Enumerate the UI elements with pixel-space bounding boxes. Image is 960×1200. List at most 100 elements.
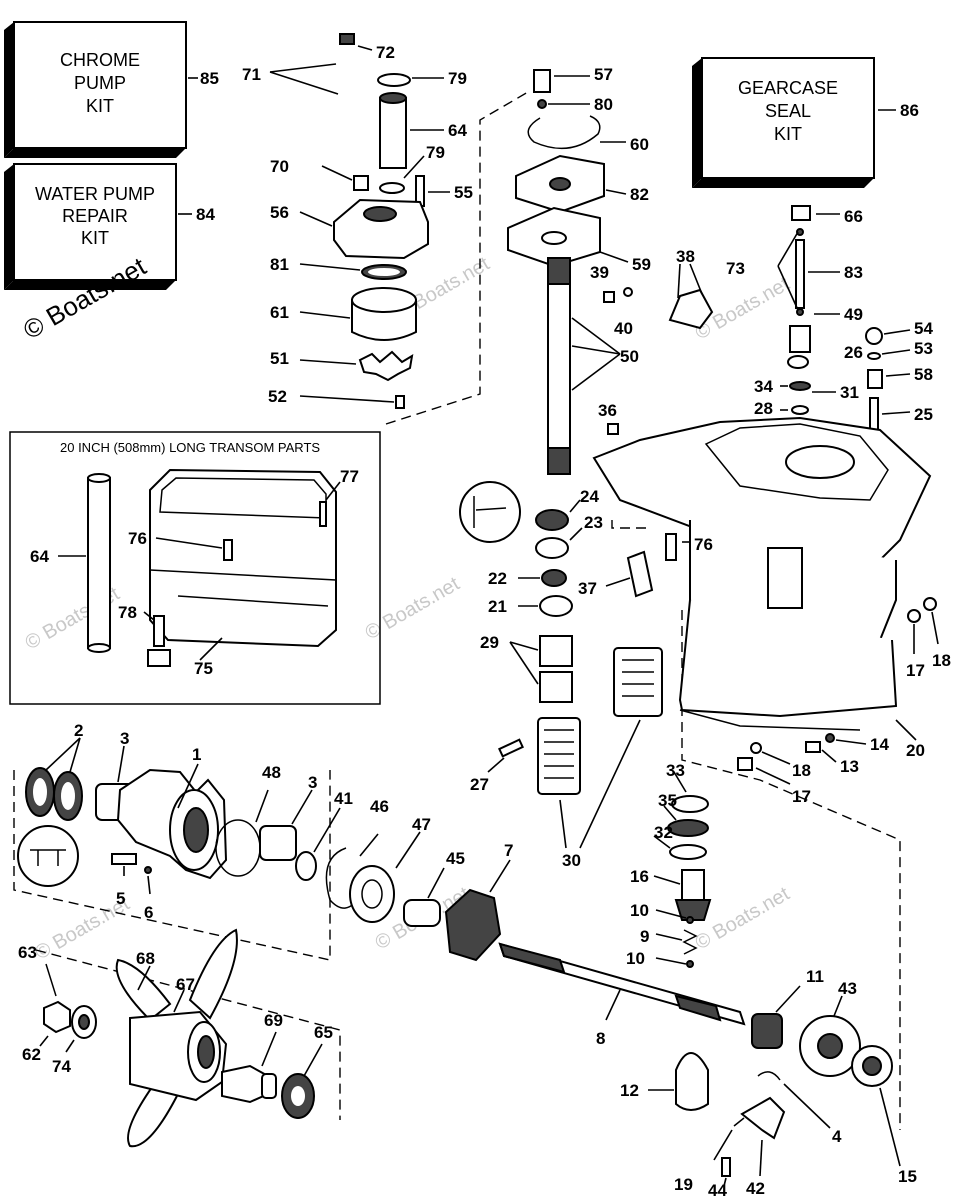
callout-64-top: 64: [448, 121, 467, 140]
gearcase-kit-line-1: GEARCASE: [738, 78, 838, 98]
callout-3-right: 3: [308, 773, 317, 792]
callout-16: 16: [630, 867, 649, 886]
callout-10-upper: 10: [630, 901, 649, 920]
callout-44: 44: [708, 1181, 727, 1200]
chrome-pump-kit-line-1: CHROME: [60, 50, 140, 70]
water-pump-kit-line-1: WATER PUMP: [35, 184, 155, 204]
pump-group-outline: [385, 91, 529, 425]
bearing-stack: 24 23 22 21 29 37: [459, 481, 654, 703]
callout-49: 49: [844, 305, 863, 324]
callout-81: 81: [270, 255, 289, 274]
watermark-faint-8: © Boats.net: [692, 883, 794, 955]
callout-78: 78: [118, 603, 137, 622]
callout-7: 7: [504, 841, 513, 860]
callout-56: 56: [270, 203, 289, 222]
callout-86: 86: [900, 101, 919, 120]
callout-18-upper: 18: [932, 651, 951, 670]
callout-40: 40: [614, 319, 633, 338]
callout-76-inset: 76: [128, 529, 147, 548]
callout-24: 24: [580, 487, 599, 506]
callout-32: 32: [654, 823, 673, 842]
callout-17-upper: 17: [906, 661, 925, 680]
callout-52: 52: [268, 387, 287, 406]
callout-27: 27: [470, 775, 489, 794]
callout-10-lower: 10: [626, 949, 645, 968]
callout-1: 1: [192, 745, 201, 764]
housing-group-outline: [13, 770, 331, 961]
callout-55: 55: [454, 183, 473, 202]
callout-74: 74: [52, 1057, 71, 1076]
callout-37: 37: [578, 579, 597, 598]
callout-57: 57: [594, 65, 613, 84]
callout-35: 35: [658, 791, 677, 810]
water-pump-repair-kit-box: WATER PUMP REPAIR KIT 84: [4, 163, 215, 290]
callout-6: 6: [144, 903, 153, 922]
propeller-shaft-assembly: 8 7 45 11 43 15 12 4 42: [403, 841, 917, 1200]
callout-9: 9: [640, 927, 649, 946]
callout-28: 28: [754, 399, 773, 418]
callout-30: 30: [562, 851, 581, 870]
callout-58: 58: [914, 365, 933, 384]
callout-33: 33: [666, 761, 685, 780]
callout-41: 41: [334, 789, 353, 808]
callout-42: 42: [746, 1179, 765, 1198]
long-transom-inset: 20 INCH (508mm) LONG TRANSOM PARTS 64 75…: [9, 431, 381, 705]
gearcase-seal-kit-box: GEARCASE SEAL KIT 86: [692, 57, 919, 188]
gearcase-kit-line-3: KIT: [774, 124, 802, 144]
callout-83: 83: [844, 263, 863, 282]
callout-80: 80: [594, 95, 613, 114]
callout-51: 51: [270, 349, 289, 368]
callout-53: 53: [914, 339, 933, 358]
bearing-housing-assembly: 2 3 1 5 6 48 3 41 46: [17, 721, 431, 923]
callout-82: 82: [630, 185, 649, 204]
callout-43: 43: [838, 979, 857, 998]
callout-64-inset: 64: [30, 547, 49, 566]
callout-66: 66: [844, 207, 863, 226]
propeller-assembly: 63 62 74 68 67 69 65: [18, 928, 333, 1148]
callout-23: 23: [584, 513, 603, 532]
callout-20: 20: [906, 741, 925, 760]
callout-73: 73: [726, 259, 745, 278]
callout-79-top: 79: [448, 69, 467, 88]
callout-3-left: 3: [120, 729, 129, 748]
callout-61: 61: [270, 303, 289, 322]
callout-85: 85: [200, 69, 219, 88]
water-pump-kit-line-3: KIT: [81, 228, 109, 248]
callout-22: 22: [488, 569, 507, 588]
callout-25: 25: [914, 405, 933, 424]
callout-72: 72: [376, 43, 395, 62]
callout-45: 45: [446, 849, 465, 868]
callout-62: 62: [22, 1045, 41, 1064]
gearcase-kit-line-2: SEAL: [765, 101, 811, 121]
pinion-assembly: 33 35 32 16 10 9 10: [626, 761, 712, 968]
callout-50: 50: [620, 347, 639, 366]
callout-69: 69: [264, 1011, 283, 1030]
callout-67: 67: [176, 975, 195, 994]
callout-29: 29: [480, 633, 499, 652]
callout-12: 12: [620, 1081, 639, 1100]
callout-79-lower: 79: [426, 143, 445, 162]
callout-59: 59: [632, 255, 651, 274]
driveshaft-assembly: 57 80 60 82 59 50 39 40: [507, 65, 714, 475]
water-intake-screens: 30 27: [470, 647, 663, 870]
callout-63: 63: [18, 943, 37, 962]
water-pump-assembly: 72 71 79 64 79 70 55 56: [242, 33, 473, 409]
callout-47: 47: [412, 815, 431, 834]
callout-84: 84: [196, 205, 215, 224]
callout-8: 8: [596, 1029, 605, 1048]
chrome-pump-kit-line-2: PUMP: [74, 73, 126, 93]
callout-39: 39: [590, 263, 609, 282]
callout-11: 11: [806, 967, 824, 986]
callout-71: 71: [242, 65, 261, 84]
callout-60: 60: [630, 135, 649, 154]
callout-14: 14: [870, 735, 889, 754]
callout-5: 5: [116, 889, 125, 908]
shift-rod-assembly: 66 83 73 49 26 34 31 28 54 53 58 25: [726, 205, 933, 435]
callout-2: 2: [74, 721, 83, 740]
callout-13: 13: [840, 757, 859, 776]
watermark-faint-4: © Boats.net: [362, 573, 464, 645]
callout-19: 19: [674, 1175, 693, 1194]
callout-4: 4: [832, 1127, 842, 1146]
callout-36: 36: [598, 401, 617, 420]
chrome-pump-kit-box: CHROME PUMP KIT 85: [4, 21, 219, 158]
